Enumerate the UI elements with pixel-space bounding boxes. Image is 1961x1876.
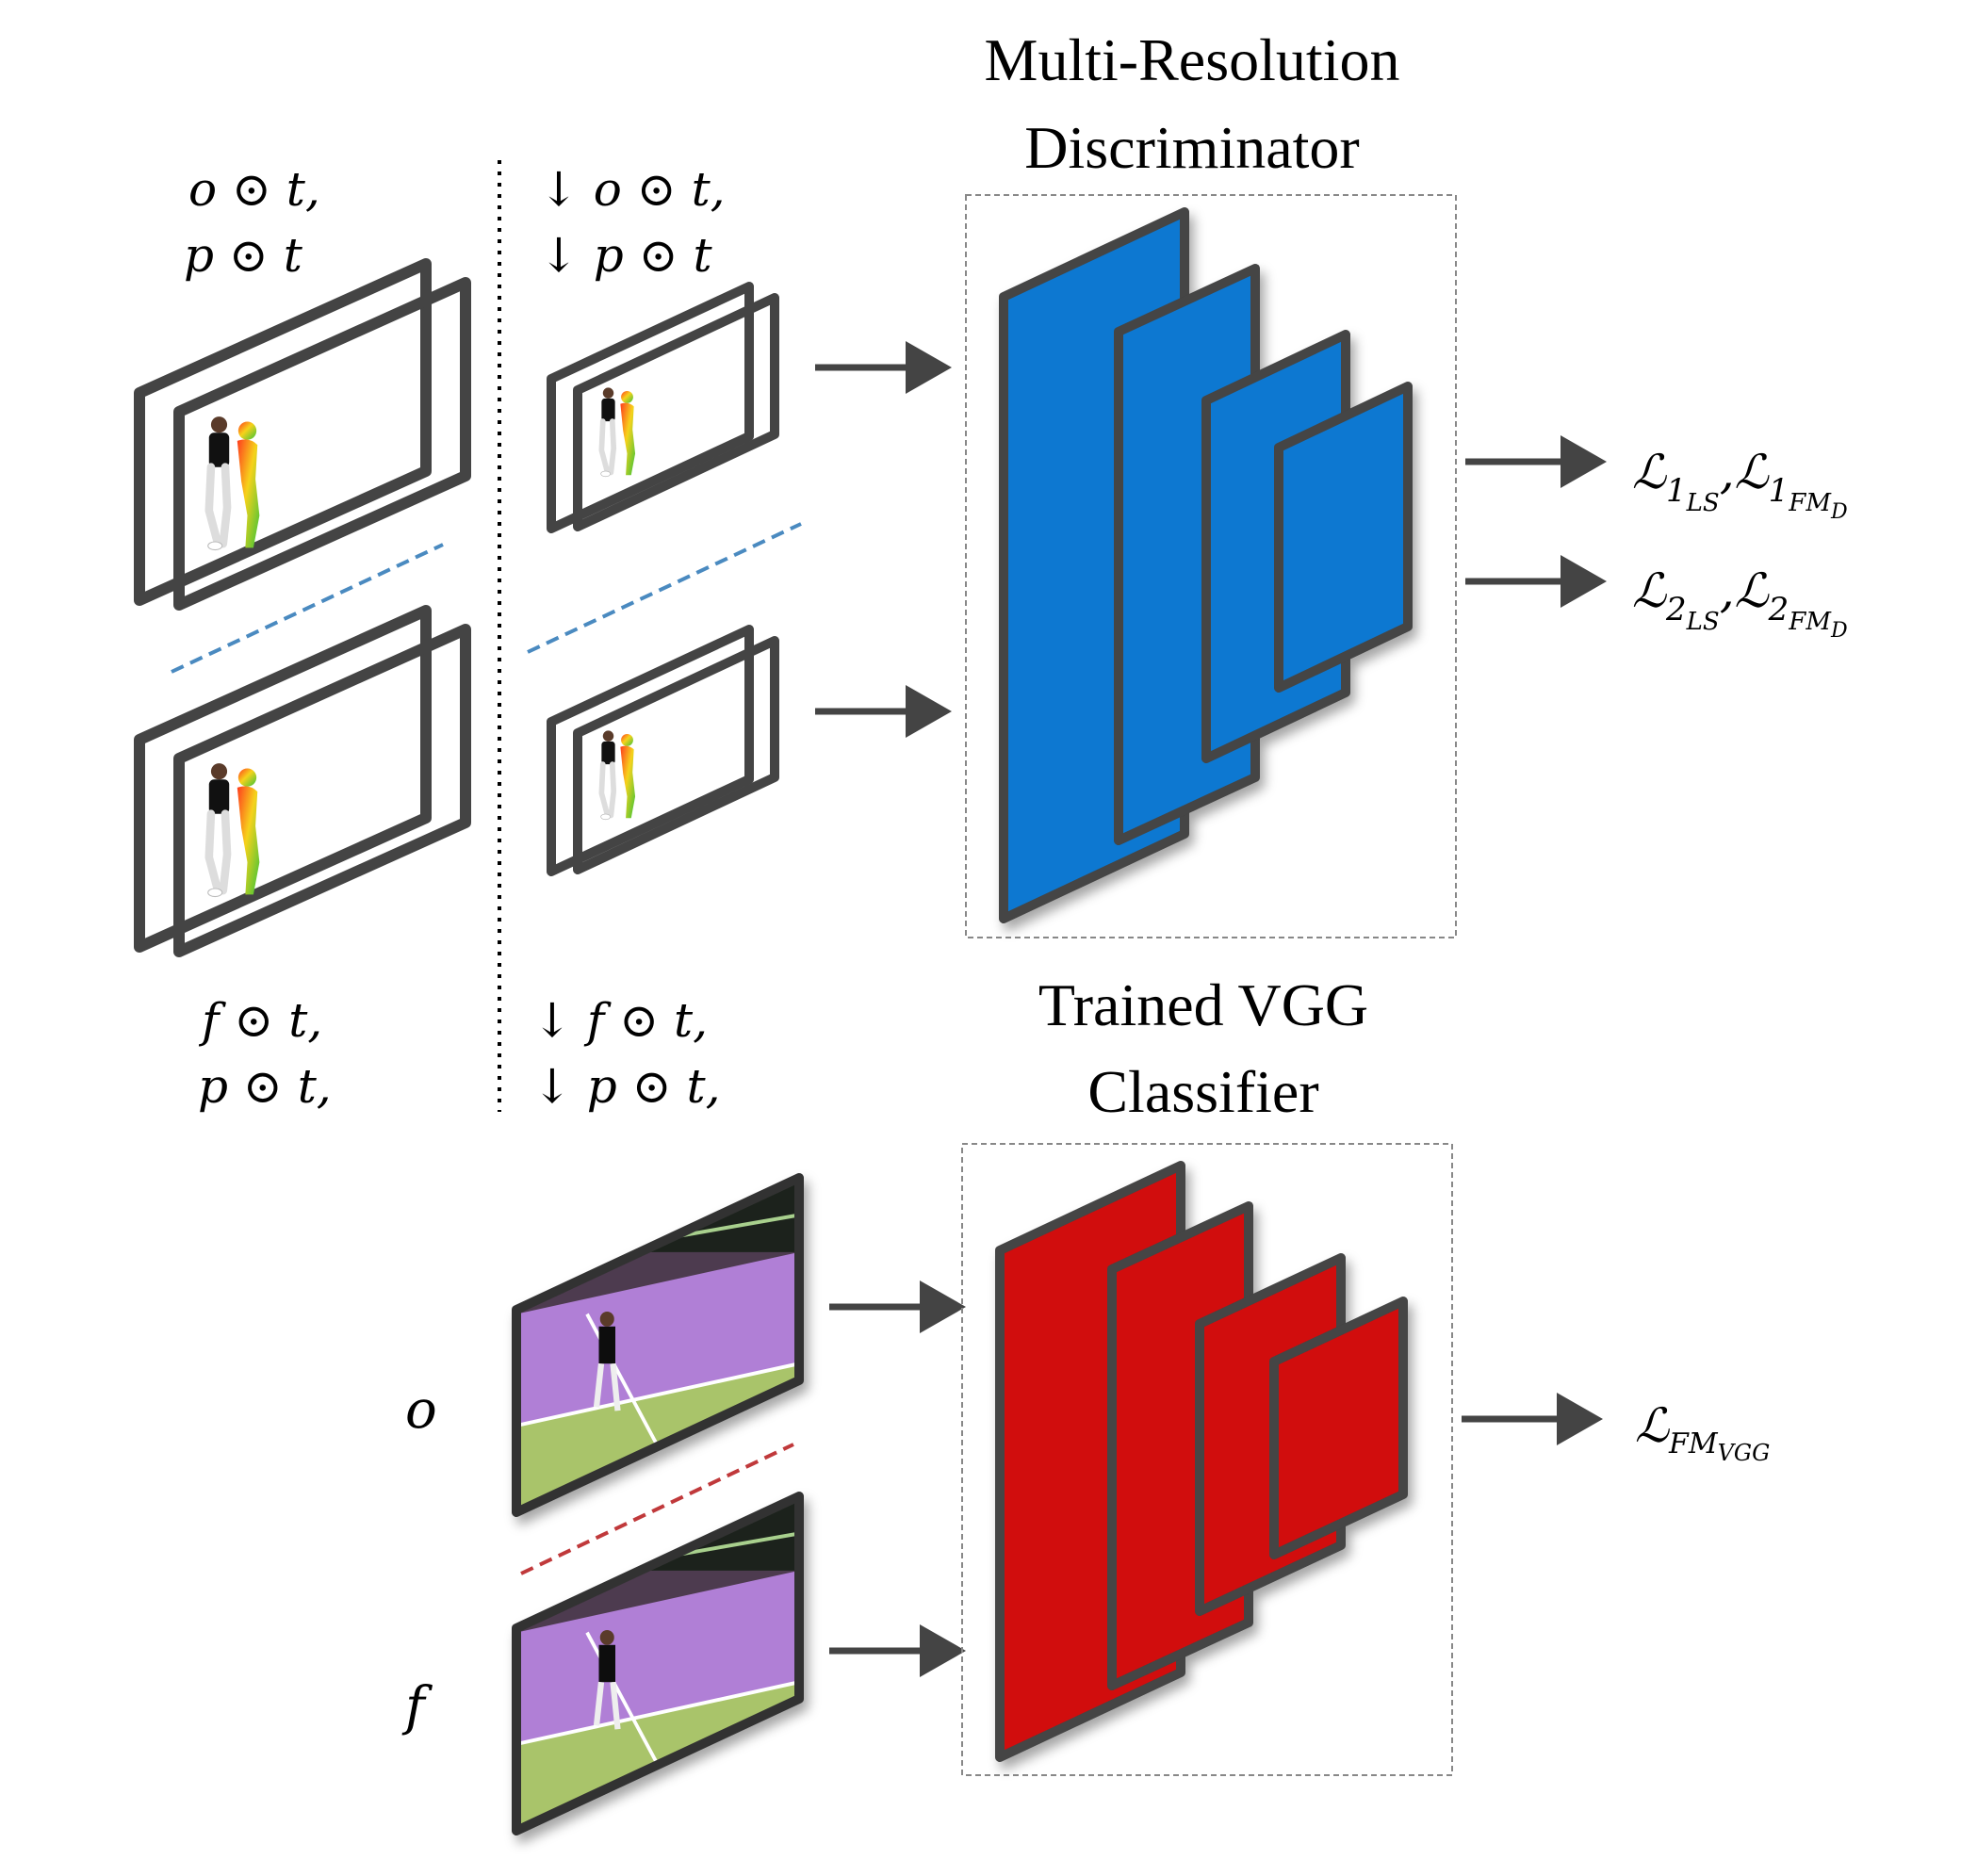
- loss-vgg-symbol: ℒ: [1635, 1398, 1670, 1453]
- pose-figures: [208, 416, 260, 549]
- discriminator-title-line1: Multi-Resolution: [985, 26, 1400, 93]
- loss1-symbol-a: ℒ: [1632, 445, 1667, 499]
- loss-vgg-text: ℒFMVGG: [1635, 1398, 1770, 1466]
- frame-o: [512, 1173, 804, 1517]
- loss1-symbol-b: ℒ: [1735, 445, 1770, 499]
- vgg-title-line2: Classifier: [1087, 1058, 1318, 1125]
- frame-pair-down-top: [547, 282, 779, 533]
- loss2-b-num: 2: [1768, 591, 1789, 628]
- loss2-a-sub: LS: [1686, 608, 1720, 636]
- vgg-box: [961, 1143, 1453, 1776]
- loss2-a-num: 2: [1665, 591, 1687, 628]
- frame-back: [547, 625, 754, 876]
- loss1-b-sub: FM: [1788, 489, 1832, 517]
- frame-back: [134, 258, 432, 606]
- label-bottom-left: f ⊙ t, p ⊙ t,: [198, 993, 332, 1114]
- pose-figures: [208, 763, 260, 896]
- label-bottom-right-line1: ↓ f ⊙ t,: [532, 993, 708, 1048]
- label-top-right-line1: ↓ o ⊙ t,: [539, 162, 726, 217]
- frame-pair-full-top: [134, 258, 471, 611]
- loss2-text: ℒ2LS,ℒ2FMD: [1632, 563, 1848, 643]
- loss2-b-sub: FM: [1788, 608, 1832, 636]
- vgg-layers: [995, 1161, 1408, 1762]
- label-top-left-line1: o ⊙ t,: [188, 162, 320, 217]
- frame-front: [173, 624, 471, 957]
- label-top-right: ↓ o ⊙ t, ↓ p ⊙ t: [539, 162, 726, 283]
- pose-figures: [601, 730, 635, 819]
- frame-front: [573, 636, 779, 874]
- disc-layer-4: [1274, 382, 1413, 693]
- loss2-sep: ,: [1720, 563, 1735, 618]
- label-bottom-right-line2: ↓ p ⊙ t,: [532, 1059, 720, 1114]
- frame-f: [512, 1492, 804, 1835]
- vgg-title-line1: Trained VGG: [1038, 971, 1368, 1038]
- frame-back: [547, 282, 754, 533]
- red-dashed-divider: [520, 1443, 794, 1575]
- loss1-a-sub: LS: [1686, 489, 1720, 517]
- blue-dashed-divider-right: [527, 522, 802, 654]
- loss1-b-num: 1: [1769, 472, 1789, 510]
- loss1-a-num: 1: [1666, 472, 1687, 510]
- label-o: o: [405, 1379, 437, 1441]
- frame-front: [173, 277, 471, 611]
- frame-pair-full-bottom: [134, 605, 471, 957]
- loss1-text: ℒ1LS,ℒ1FMD: [1632, 445, 1848, 524]
- loss2-symbol-a: ℒ: [1632, 563, 1667, 618]
- label-bottom-left-line1: f ⊙ t,: [198, 993, 322, 1048]
- label-top-left-line2: p ⊙ t: [184, 228, 303, 283]
- loss-vgg-sub: FM: [1668, 1427, 1719, 1460]
- label-bottom-left-line2: p ⊙ t,: [198, 1059, 332, 1114]
- pose-figures: [601, 387, 635, 476]
- loss1-sep: ,: [1720, 445, 1735, 499]
- label-bottom-right: ↓ f ⊙ t, ↓ p ⊙ t,: [532, 993, 720, 1114]
- frame-front: [573, 293, 779, 531]
- loss2-b-subsub: D: [1830, 619, 1848, 643]
- frame-pair-down-bottom: [547, 625, 779, 876]
- label-top-right-line2: ↓ p ⊙ t: [539, 228, 712, 283]
- loss1-b-subsub: D: [1830, 500, 1848, 524]
- label-f: f: [401, 1676, 433, 1737]
- frame-back: [134, 605, 432, 953]
- loss-vgg-subsub: VGG: [1718, 1440, 1771, 1466]
- blue-dashed-divider-left: [171, 543, 444, 674]
- vgg-layer-4: [1269, 1297, 1408, 1559]
- discriminator-title-line2: Discriminator: [1024, 114, 1359, 181]
- discriminator-layers: [999, 207, 1413, 923]
- label-top-left: o ⊙ t, p ⊙ t: [184, 162, 320, 283]
- loss2-symbol-b: ℒ: [1735, 563, 1770, 618]
- discriminator-box: [965, 194, 1457, 938]
